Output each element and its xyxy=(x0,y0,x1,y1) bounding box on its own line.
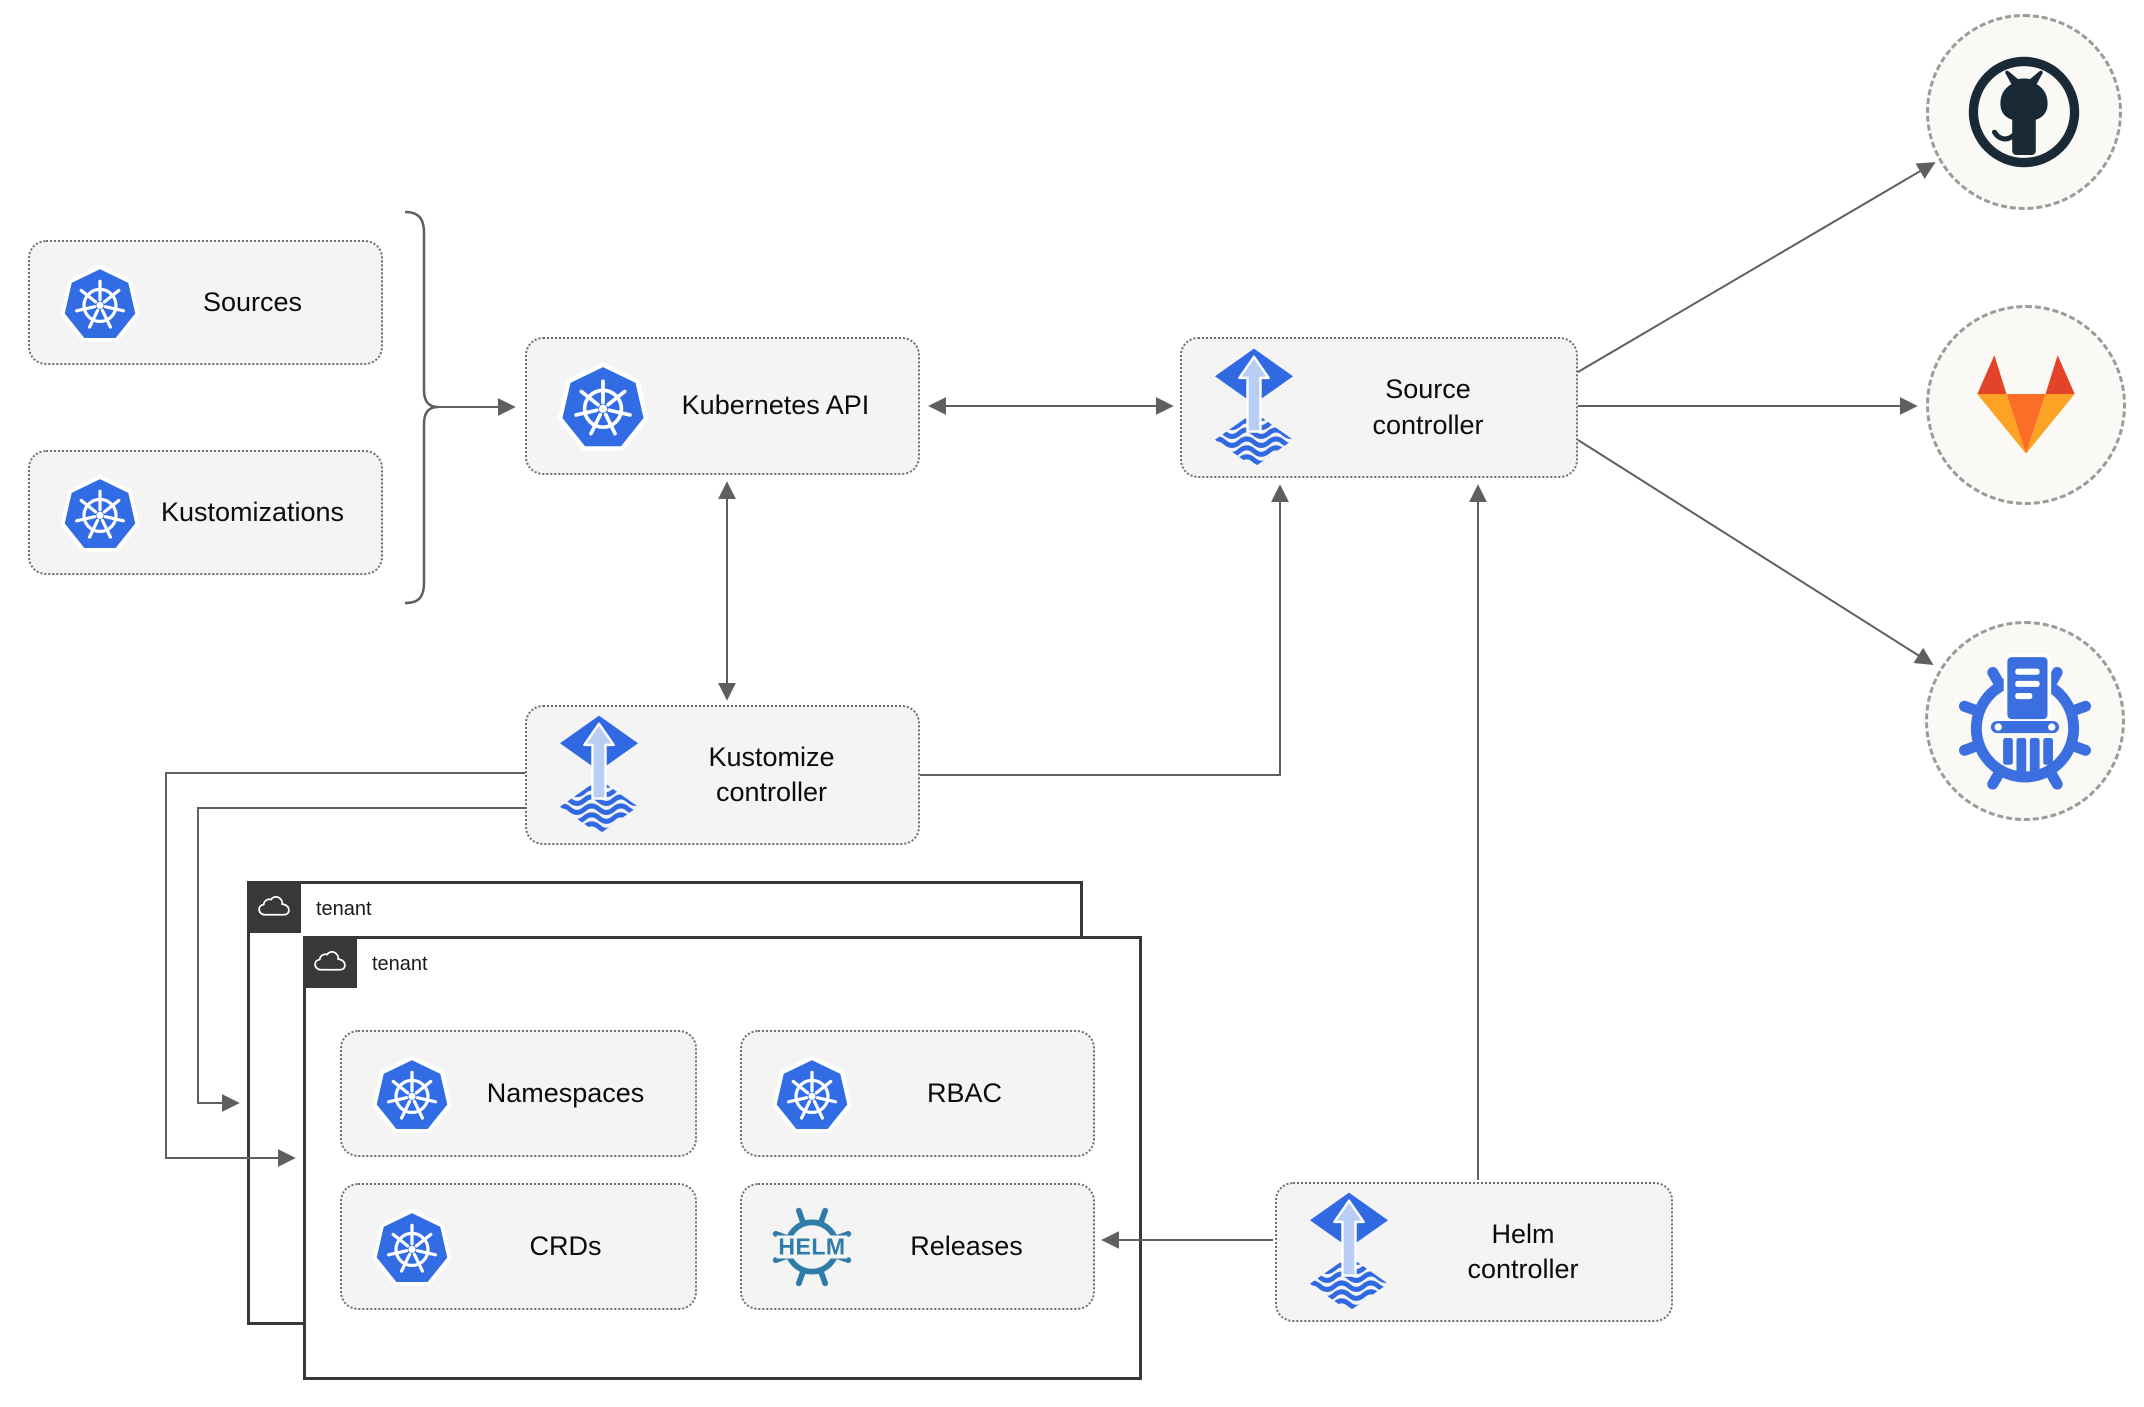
connector-kustomize-to-sourcecontroller xyxy=(920,484,1289,776)
chartmuseum-icon xyxy=(1952,648,2098,794)
rbac-label: RBAC xyxy=(926,1077,1002,1108)
grouping-bracket xyxy=(404,210,439,605)
releases-label: Releases xyxy=(910,1230,1023,1261)
sources-label: Sources xyxy=(202,286,303,317)
source-controller-label: Source controller xyxy=(1372,374,1484,440)
kustomizations-node: Kustomizations xyxy=(28,450,383,575)
kubernetes-icon xyxy=(772,1054,852,1134)
kubernetes-icon xyxy=(60,263,140,343)
helm-controller-label: Helm controller xyxy=(1467,1218,1579,1284)
chart-repository-endpoint xyxy=(1925,621,2125,821)
kustomize-controller-label: Kustomize controller xyxy=(708,741,835,807)
gitlab-icon xyxy=(1965,349,2087,461)
tenant-back-tab xyxy=(247,881,301,933)
kubernetes-icon xyxy=(372,1054,452,1134)
github-endpoint xyxy=(1926,14,2122,210)
sources-node: Sources xyxy=(28,240,383,365)
github-icon xyxy=(1965,53,2083,171)
kustomize-controller-node: Kustomize controller xyxy=(525,705,920,845)
connector-source-to-chartrepo xyxy=(1577,439,1934,665)
kubernetes-icon xyxy=(60,473,140,553)
tenant-back-label: tenant xyxy=(316,898,372,920)
kubernetes-icon xyxy=(372,1207,452,1287)
namespaces-node: Namespaces xyxy=(340,1030,697,1157)
flux-icon xyxy=(1212,347,1296,469)
helm-wordmark: HELM xyxy=(776,1233,848,1259)
flux-icon xyxy=(1307,1191,1391,1313)
kubernetes-api-node: Kubernetes API xyxy=(525,337,920,475)
kubernetes-api-label: Kubernetes API xyxy=(681,390,870,421)
gitlab-endpoint xyxy=(1926,305,2126,505)
connector-source-to-github xyxy=(1577,162,1936,373)
kustomizations-label: Kustomizations xyxy=(160,496,345,527)
tenant-front-label: tenant xyxy=(372,953,428,975)
crds-node: CRDs xyxy=(340,1183,697,1310)
connector-kustomize-to-front-tenant xyxy=(165,772,525,1167)
connector-kustomize-to-back-tenant xyxy=(197,807,525,1112)
flux-icon xyxy=(557,714,641,836)
helm-logo: HELM xyxy=(768,1203,856,1291)
source-controller-node: Source controller xyxy=(1180,337,1578,478)
namespaces-label: Namespaces xyxy=(486,1077,645,1108)
crds-label: CRDs xyxy=(529,1230,602,1261)
tenant-front-tab xyxy=(303,936,357,988)
kubernetes-icon xyxy=(557,360,649,452)
rbac-node: RBAC xyxy=(740,1030,1095,1157)
helm-controller-node: Helm controller xyxy=(1275,1182,1673,1322)
releases-node: HELM Releases xyxy=(740,1183,1095,1310)
